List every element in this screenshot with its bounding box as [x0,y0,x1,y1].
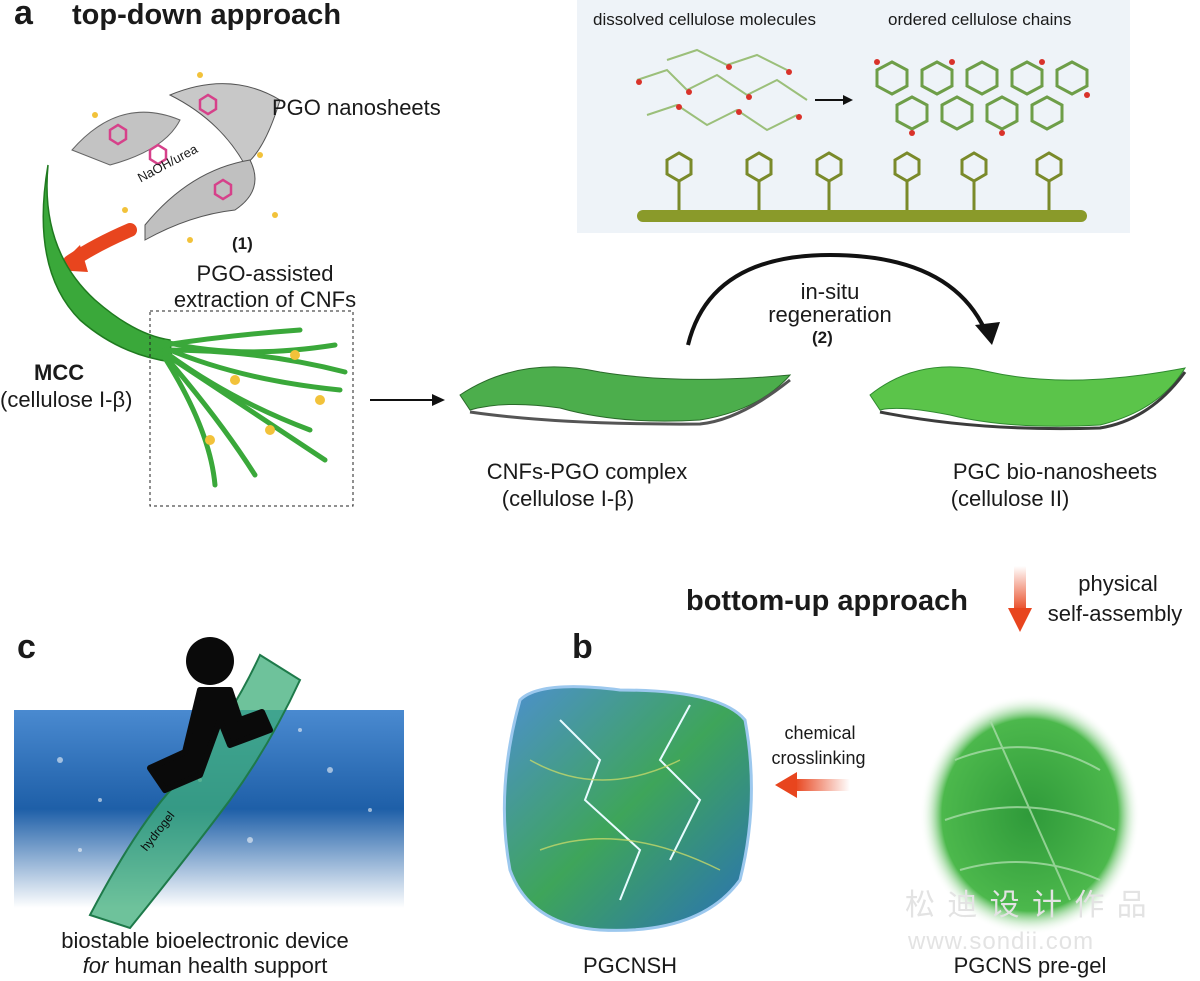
panel-c-caption-line2: for human health support [40,953,370,979]
panel-c-caption-line1: biostable bioelectronic device [61,928,349,953]
mcc-title: MCC [34,360,85,385]
person-body-icon [147,687,273,793]
person-head-icon [186,637,234,685]
panel-a-title: top-down approach [72,0,342,31]
pgo-molecules [108,93,233,201]
step-1-label: (1) [232,234,253,253]
physical-line2: self-assembly [1047,601,1183,626]
crosslinking-arrow [795,779,850,791]
insitu-line2: regeneration [768,302,892,327]
chemical-line2: crosslinking [771,748,866,768]
complex-line1: CNFs-PGO complex [486,459,688,484]
panel-c-letter: c [17,628,36,666]
inset-ordered-label: ordered cellulose chains [888,10,1072,29]
watermark-cn: 松 迪 设 计 作 品 [905,889,1149,922]
lightning-lines [559,704,702,901]
panel-a-letter: a [14,0,33,32]
insitu-line1: in-situ [800,279,860,304]
caption-for: for [82,953,109,978]
pgc-bio-nanosheet [869,366,1186,427]
step-2-label: (2) [812,328,833,347]
pgo-assisted-line1: PGO-assisted [196,261,334,286]
panel-b-letter: b [572,628,593,666]
mcc-gold-dots [205,350,325,445]
insitu-regeneration-arrow [686,252,987,346]
mcc-fibrils [162,327,348,488]
molecular-inset [577,0,1130,233]
pgo-assisted-line2: extraction of CNFs [173,287,357,312]
pgo-sheet-3 [144,159,256,241]
pgcnsh-cube [502,685,753,932]
pgo-sheet-2 [168,83,281,166]
molecular-inset-drawing [636,48,1090,222]
pgo-nanosheets-label: PGO nanosheets [272,95,441,120]
cnf-extraction-box [149,310,354,507]
pgcnsh-label: PGCNSH [582,953,678,978]
physical-line1: physical [1078,571,1158,596]
pgc-line2: (cellulose II) [950,486,1070,511]
pgc-line1: PGC bio-nanosheets [952,459,1158,484]
complex-line2: (cellulose I-β) [501,486,635,511]
chemical-line1: chemical [784,723,856,743]
watermark-url: www.sondii.com [908,928,1095,955]
caption-rest: human health support [108,953,328,978]
inset-dissolved-label: dissolved cellulose molecules [593,10,817,29]
pgcns-pregel-label: PGCNS pre-gel [953,953,1107,978]
mcc-subtitle: (cellulose I-β) [0,387,133,412]
self-assembly-arrow [1014,566,1026,612]
gold-dots [92,72,278,243]
panel-b-approach: bottom-up approach [686,585,968,617]
